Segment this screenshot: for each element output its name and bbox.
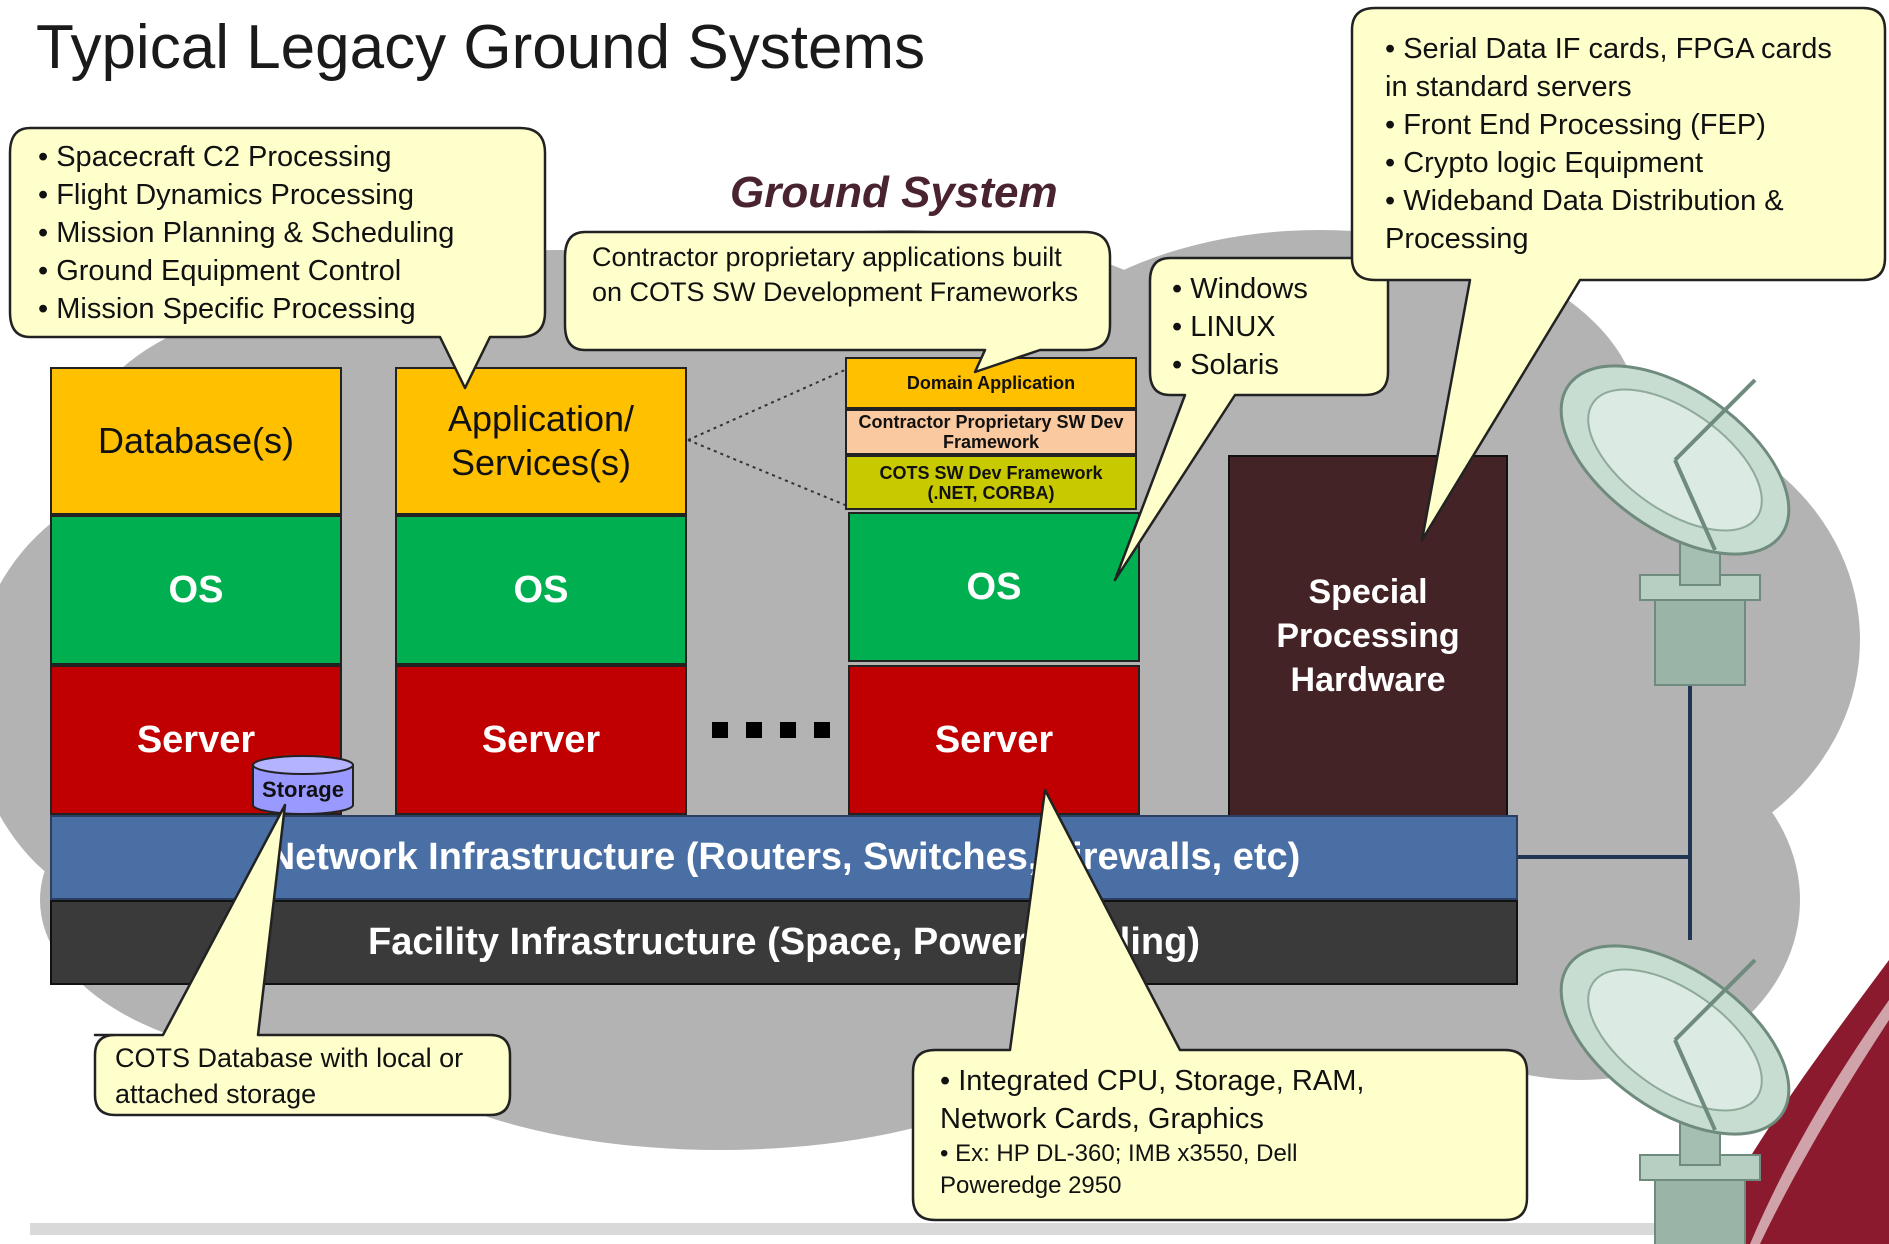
footer-band [30, 1223, 1820, 1235]
diagram-subtitle: Ground System [730, 168, 1058, 217]
server-examples-text: Ex: HP DL-360; IMB x3550, Dell Poweredge… [940, 1140, 1298, 1199]
os-box-2: OS [395, 515, 687, 665]
callout-contractor-text: Contractor proprietary applications buil… [592, 242, 1079, 307]
callout-hardware-text: Serial Data IF cards, FPGA cards in stan… [1385, 30, 1855, 258]
hardware-item: Crypto logic Equipment [1385, 144, 1855, 182]
os-item: LINUX [1172, 308, 1308, 346]
contractor-framework-box: Contractor Proprietary SW Dev Framework [845, 409, 1137, 455]
satellite-dish-icon [1559, 364, 1791, 686]
facility-infrastructure-bar: Facility Infrastructure (Space, Power, C… [50, 900, 1518, 985]
database-cylinder-icon [252, 755, 354, 815]
os-box-3: OS [848, 512, 1140, 662]
application-services-box: Application/ Services(s) [395, 367, 687, 515]
hardware-item: Front End Processing (FEP) [1385, 106, 1855, 144]
dotted-connectors [687, 369, 846, 506]
callout-server-spec-text: Integrated CPU, Storage, RAM, Network Ca… [940, 1062, 1460, 1202]
processing-item: Spacecraft C2 Processing [38, 138, 454, 176]
more-servers-ellipsis [712, 722, 830, 738]
storage-label: Storage [262, 777, 344, 802]
processing-item: Mission Planning & Scheduling [38, 214, 454, 252]
server-spec-item: Integrated CPU, Storage, RAM, Network Ca… [940, 1062, 1460, 1138]
antenna-link-lines [1515, 680, 1692, 940]
hardware-item: Wideband Data Distribution & Processing [1385, 182, 1855, 258]
server-examples: • Ex: HP DL-360; IMB x3550, Dell Powered… [940, 1140, 1298, 1199]
processing-item: Mission Specific Processing [38, 290, 454, 328]
os-item: Solaris [1172, 346, 1308, 384]
domain-application-box: Domain Application [845, 357, 1137, 409]
page-title: Typical Legacy Ground Systems [36, 13, 926, 82]
network-infrastructure-bar: Network Infrastructure (Routers, Switche… [50, 815, 1518, 900]
callout-processing-text: Spacecraft C2 Processing Flight Dynamics… [38, 138, 454, 328]
server-box-3: Server [848, 665, 1140, 815]
cots-framework-box: COTS SW Dev Framework (.NET, CORBA) [845, 455, 1137, 510]
satellite-dish-icon [1559, 944, 1791, 1244]
special-processing-hardware-box: Special Processing Hardware [1228, 455, 1508, 817]
callout-os-list-text: Windows LINUX Solaris [1172, 270, 1308, 384]
os-box-1: OS [50, 515, 342, 665]
hardware-item: Serial Data IF cards, FPGA cards in stan… [1385, 30, 1855, 106]
processing-item: Ground Equipment Control [38, 252, 454, 290]
server-box-2: Server [395, 665, 687, 815]
callout-cots-db-text: COTS Database with local or attached sto… [115, 1043, 464, 1109]
os-item: Windows [1172, 270, 1308, 308]
processing-item: Flight Dynamics Processing [38, 176, 454, 214]
database-box: Database(s) [50, 367, 342, 515]
